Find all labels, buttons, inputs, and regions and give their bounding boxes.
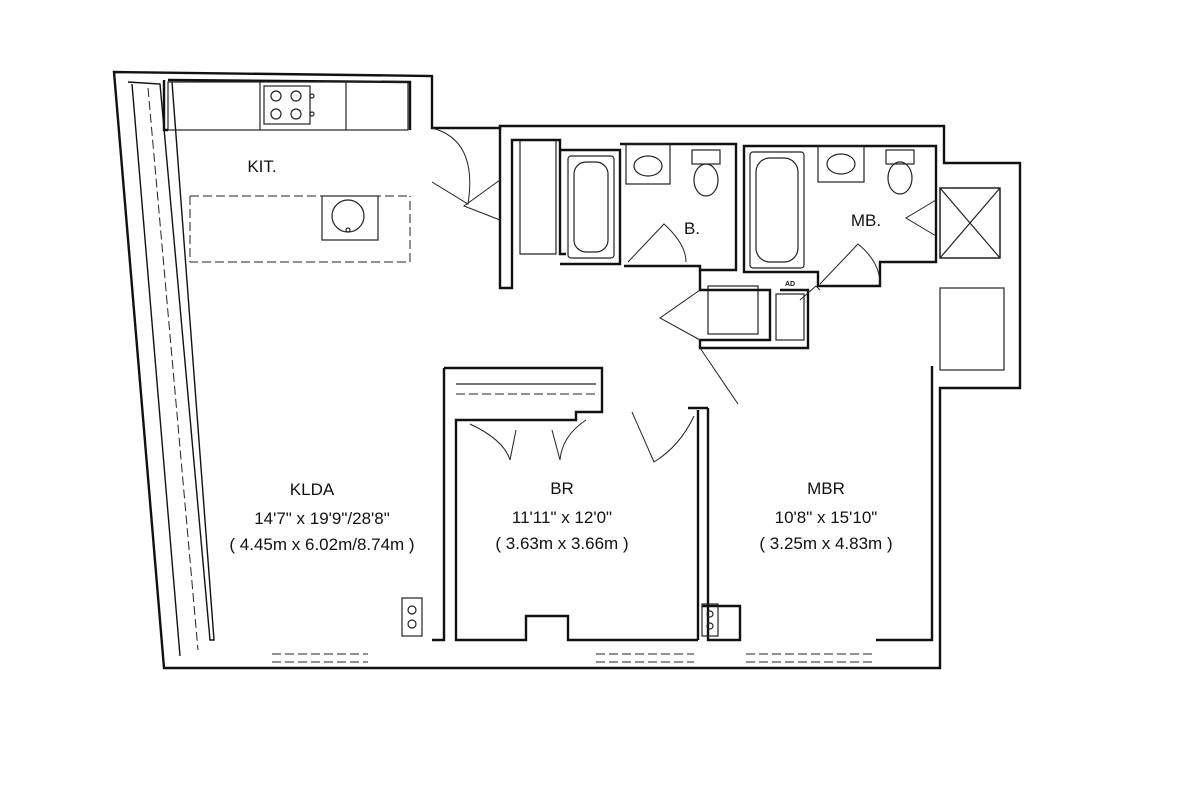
master-toilet-icon — [887, 161, 913, 195]
sink-icon — [321, 195, 379, 241]
klda-label: KLDA — [290, 480, 335, 499]
kitchen-door-swing — [431, 127, 471, 205]
kitchen-fixtures — [162, 78, 471, 263]
toilet-icon — [693, 163, 719, 197]
mbr-imperial: 10'8" x 15'10" — [775, 508, 878, 527]
laundry-label: AD — [785, 281, 795, 288]
br-imperial: 11'11" x 12'0" — [512, 508, 612, 527]
hall-closets — [659, 270, 810, 405]
master-bath — [742, 144, 1001, 288]
shower-icon — [939, 187, 1001, 259]
bathroom-b — [560, 142, 738, 272]
mbr-metric: ( 3.25m x 4.83m ) — [759, 534, 892, 553]
master-bath-label: MB. — [851, 211, 881, 230]
heater-icon-mbr — [701, 603, 719, 637]
br-metric: ( 3.63m x 3.66m ) — [495, 534, 628, 553]
mbr-label: MBR — [807, 479, 845, 498]
master-bedroom-walls — [702, 285, 1005, 642]
bedroom-br-walls — [432, 366, 708, 642]
stove-icon — [263, 85, 311, 125]
klda-metric: ( 4.45m x 6.02m/8.74m ) — [229, 535, 414, 554]
vanity-icon — [625, 143, 671, 185]
klda-imperial: 14'7" x 19'9"/28'8" — [254, 509, 390, 528]
windows — [272, 597, 876, 663]
master-vanity-icon — [817, 145, 865, 183]
bath-label: B. — [684, 219, 700, 238]
room-labels: KIT. B. MB. AD KLDA 14'7" x 19'9"/28'8" … — [229, 157, 892, 554]
br-label: BR — [550, 479, 574, 498]
master-bathtub-icon — [749, 151, 805, 269]
kitchen-label: KIT. — [247, 157, 276, 176]
bathtub-icon — [567, 155, 615, 259]
heater-icon — [401, 597, 423, 637]
closet-kitchen — [462, 126, 566, 290]
